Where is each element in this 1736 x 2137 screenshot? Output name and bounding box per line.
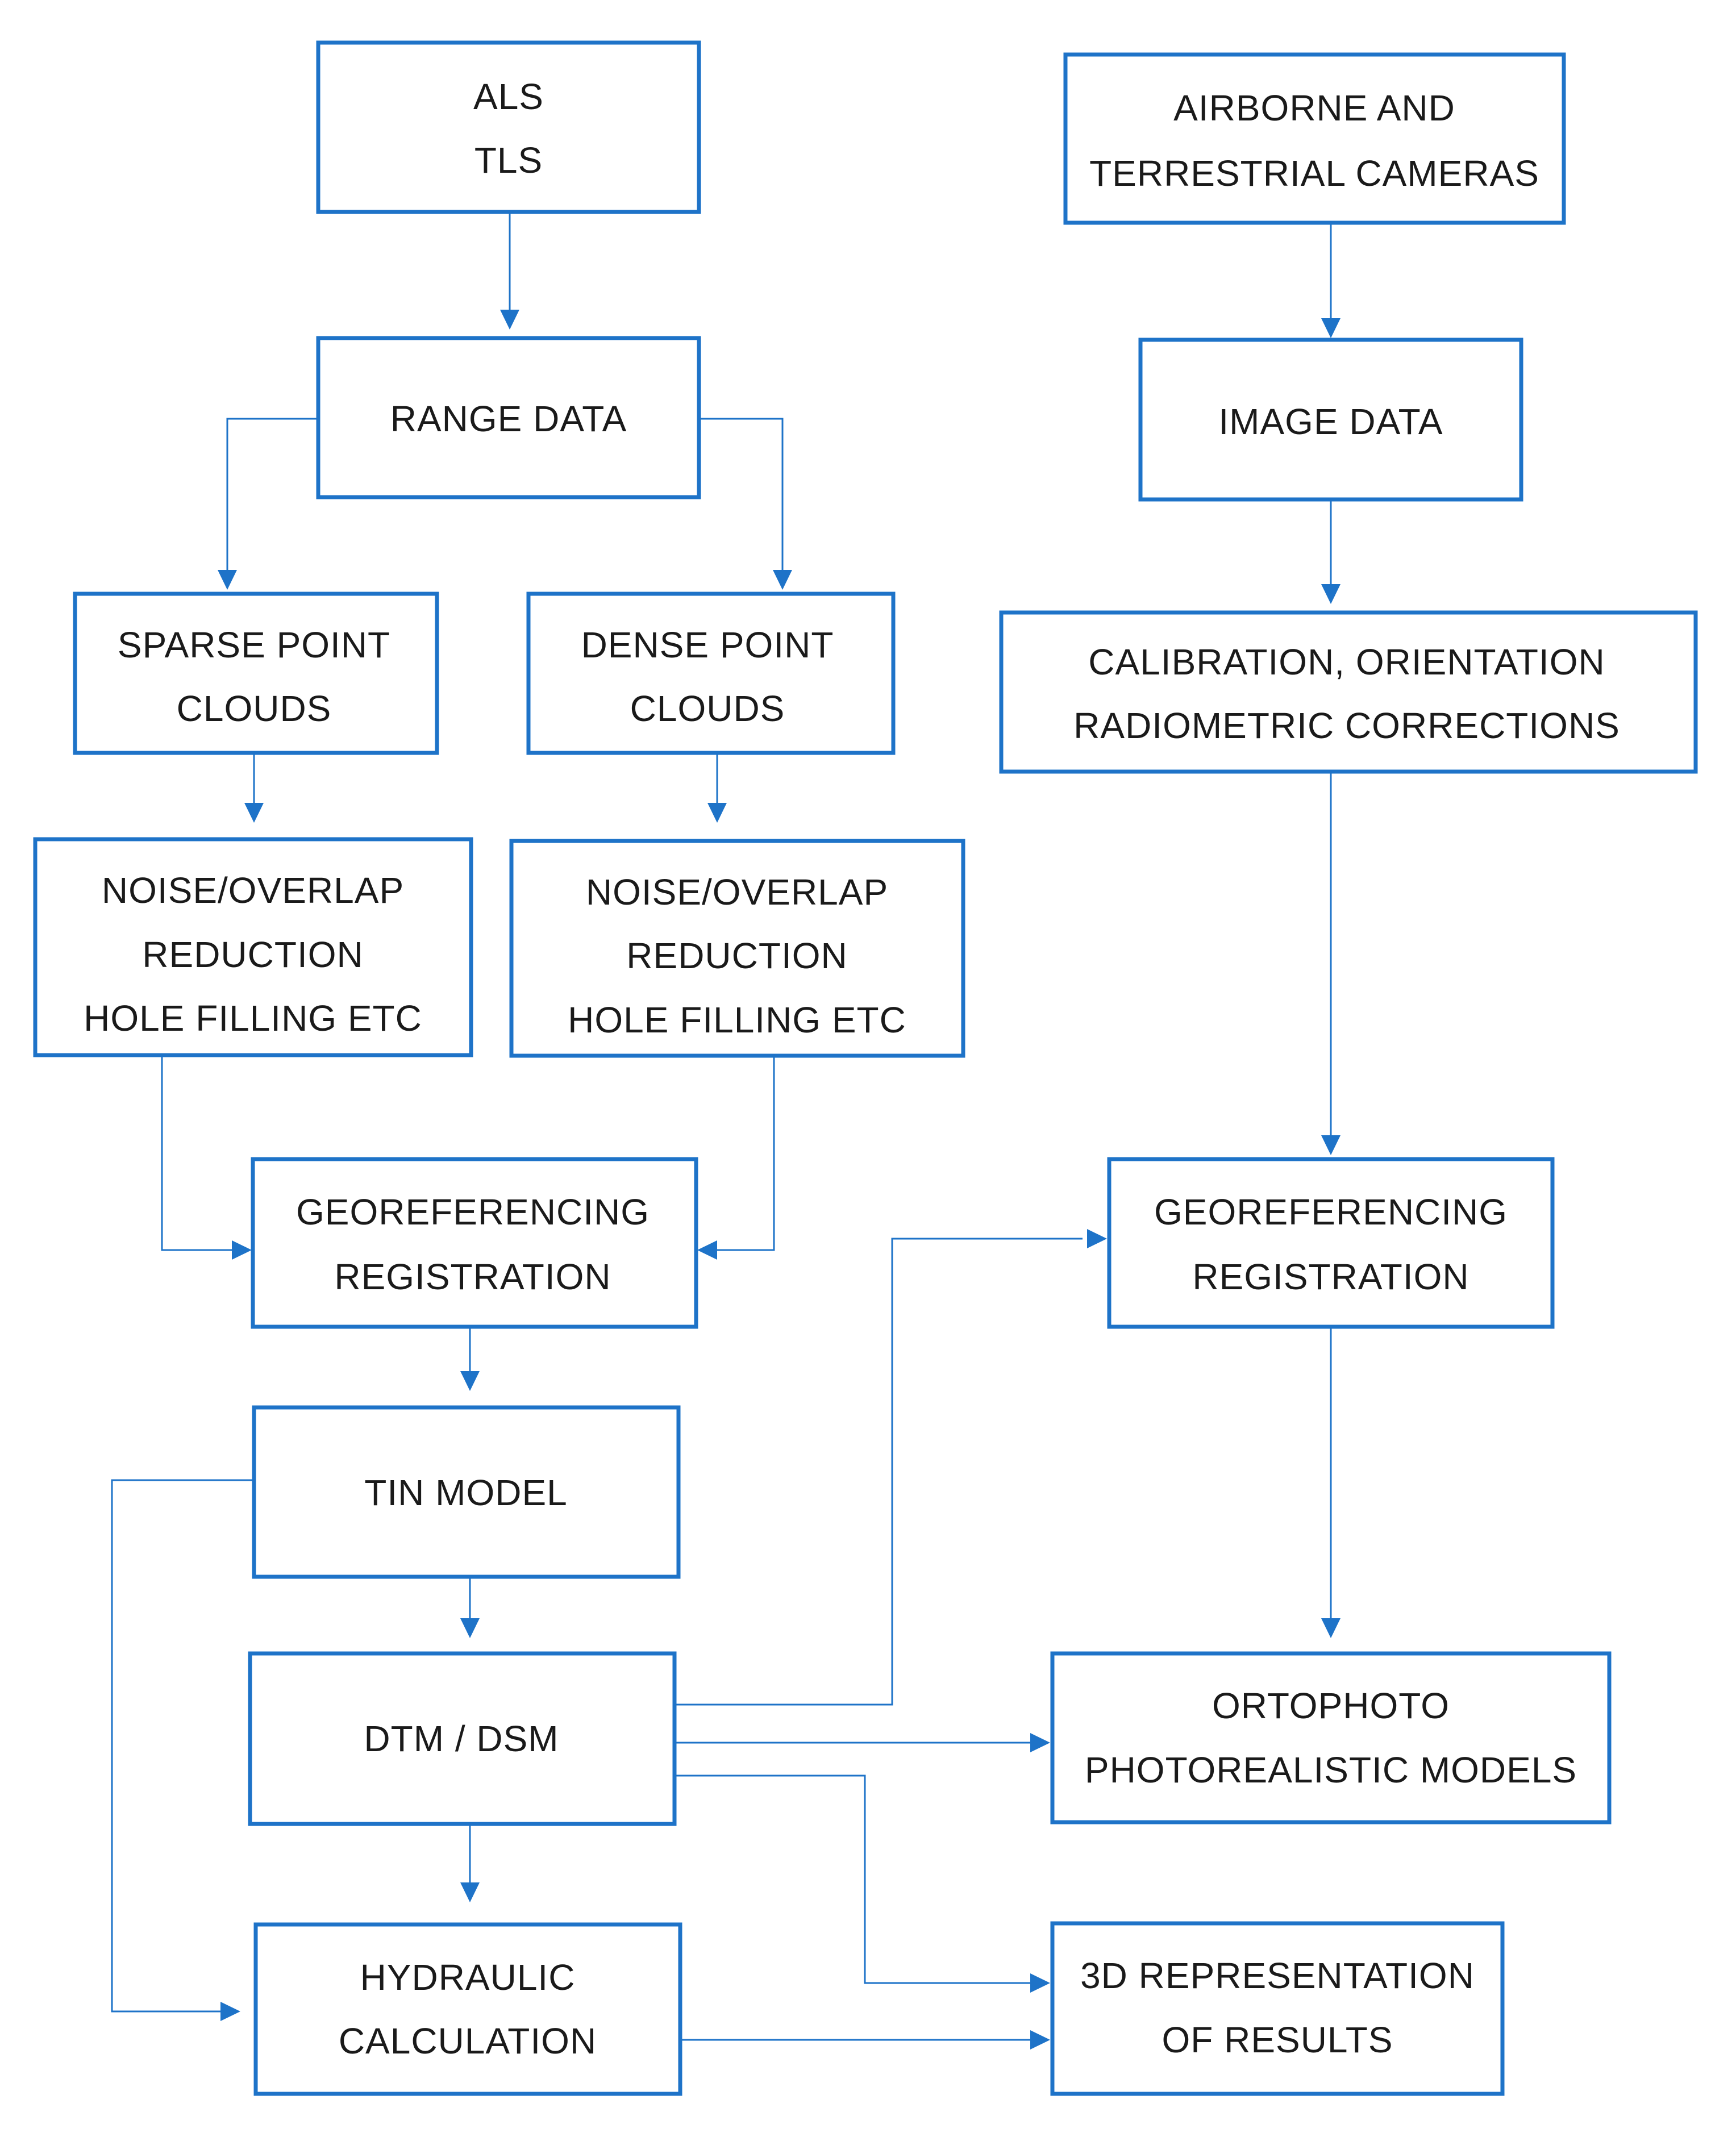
edge-dtm-to-georef-right xyxy=(675,1238,1083,1706)
node-box xyxy=(1138,338,1523,502)
node-label-line: TIN MODEL xyxy=(364,1472,567,1513)
node-box xyxy=(1107,1157,1555,1329)
node-ortophoto: ORTOPHOTO PHOTOREALISTIC MODELS xyxy=(1050,1651,1612,1824)
arrow-head xyxy=(1087,1229,1107,1248)
node-box xyxy=(316,40,701,214)
node-label-line: ALS xyxy=(473,76,544,117)
node-box xyxy=(253,1922,682,2096)
node-label-line: CLOUDS xyxy=(630,688,785,729)
arrow-head xyxy=(1030,1733,1050,1752)
arrow-head xyxy=(232,1240,252,1260)
arrow-head xyxy=(773,570,792,590)
arrow-head xyxy=(460,1371,480,1391)
node-label-line: AIRBORNE AND xyxy=(1173,88,1455,128)
node-label-line: GEOREFERENCING xyxy=(1154,1192,1508,1232)
edge-noise-right-to-georef-left xyxy=(710,1056,775,1251)
node-label-line: CALIBRATION, ORIENTATION xyxy=(1088,641,1605,682)
connectors xyxy=(111,213,1332,2041)
arrow-head xyxy=(460,1618,480,1638)
node-label-line: REGISTRATION xyxy=(1192,1256,1469,1297)
node-box xyxy=(509,839,965,1058)
arrow-head xyxy=(1030,2030,1050,2049)
node-label-line: OF RESULTS xyxy=(1162,2019,1393,2060)
node-box xyxy=(251,1157,698,1329)
node-noise-reduction-right: NOISE/OVERLAP REDUCTION HOLE FILLING ETC xyxy=(509,839,965,1058)
node-label-line: RADIOMETRIC CORRECTIONS xyxy=(1073,705,1620,746)
node-label-line: CLOUDS xyxy=(177,688,332,729)
arrow-head xyxy=(697,1240,717,1260)
node-label-line: NOISE/OVERLAP xyxy=(586,872,888,913)
node-dtm-dsm: DTM / DSM xyxy=(248,1651,677,1826)
node-box xyxy=(526,591,896,755)
edge-range-to-dense xyxy=(699,418,784,577)
arrow-head xyxy=(1321,1135,1340,1155)
node-calibration: CALIBRATION, ORIENTATION RADIOMETRIC COR… xyxy=(999,610,1698,774)
node-box xyxy=(316,336,701,499)
node-dense-point-clouds: DENSE POINT CLOUDS xyxy=(526,591,896,755)
node-label-line: RANGE DATA xyxy=(390,398,627,439)
node-hydraulic-calculation: HYDRAULIC CALCULATION xyxy=(253,1922,682,2096)
node-label-line: SPARSE POINT xyxy=(118,624,390,665)
node-image-data: IMAGE DATA xyxy=(1138,338,1523,502)
arrow-head xyxy=(1321,1618,1340,1638)
node-label-line: TLS xyxy=(474,140,543,181)
arrow-head xyxy=(460,1882,480,1902)
node-label-line: CALCULATION xyxy=(339,2021,597,2061)
arrow-head xyxy=(1030,1973,1050,1993)
node-label-line: REDUCTION xyxy=(626,935,847,976)
arrow-head xyxy=(1321,318,1340,338)
node-box xyxy=(1050,1921,1505,2096)
node-box xyxy=(252,1405,681,1579)
node-label-line: HYDRAULIC xyxy=(360,1957,576,1998)
node-box xyxy=(248,1651,677,1826)
arrow-head xyxy=(220,2002,240,2021)
node-box xyxy=(73,591,439,755)
node-box xyxy=(999,610,1698,774)
node-box xyxy=(1050,1651,1612,1824)
node-cameras: AIRBORNE AND TERRESTRIAL CAMERAS xyxy=(1063,52,1566,225)
arrow-head xyxy=(500,310,519,330)
node-range-data: RANGE DATA xyxy=(316,336,701,499)
node-label-line: PHOTOREALISTIC MODELS xyxy=(1085,1749,1577,1790)
node-label-line: DENSE POINT xyxy=(581,624,834,665)
node-sparse-point-clouds: SPARSE POINT CLOUDS xyxy=(73,591,439,755)
arrow-head xyxy=(1321,584,1340,604)
arrow-head xyxy=(218,570,237,590)
node-label-line: ORTOPHOTO xyxy=(1212,1685,1450,1726)
node-label-line: IMAGE DATA xyxy=(1218,401,1443,442)
node-label-line: REGISTRATION xyxy=(334,1256,611,1297)
node-label-line: REDUCTION xyxy=(142,934,363,975)
node-label-line: HOLE FILLING ETC xyxy=(84,998,422,1039)
node-georeferencing-right: GEOREFERENCING REGISTRATION xyxy=(1107,1157,1555,1329)
node-noise-reduction-left: NOISE/OVERLAP REDUCTION HOLE FILLING ETC xyxy=(33,837,473,1057)
edge-noise-left-to-georef-left xyxy=(161,1056,239,1251)
edge-dtm-to-representation xyxy=(675,1774,1034,1984)
node-label-line: DTM / DSM xyxy=(364,1718,559,1759)
arrow-head xyxy=(707,803,727,823)
node-tin-model: TIN MODEL xyxy=(252,1405,681,1579)
edge-range-to-sparse xyxy=(226,418,318,577)
arrow-head xyxy=(244,803,264,823)
edge-tin-to-hydraulic xyxy=(111,1479,254,2013)
node-label-line: 3D REPRESENTATION xyxy=(1080,1955,1475,1996)
node-als-tls: ALS TLS xyxy=(316,40,701,214)
node-label-line: HOLE FILLING ETC xyxy=(568,999,906,1040)
node-3d-representation: 3D REPRESENTATION OF RESULTS xyxy=(1050,1921,1505,2096)
node-label-line: GEOREFERENCING xyxy=(296,1192,650,1232)
node-georeferencing-left: GEOREFERENCING REGISTRATION xyxy=(251,1157,698,1329)
node-box xyxy=(1063,52,1566,225)
node-box xyxy=(33,837,473,1057)
node-label-line: NOISE/OVERLAP xyxy=(102,870,404,911)
arrow-heads xyxy=(218,310,1340,2049)
node-label-line: TERRESTRIAL CAMERAS xyxy=(1089,153,1539,194)
